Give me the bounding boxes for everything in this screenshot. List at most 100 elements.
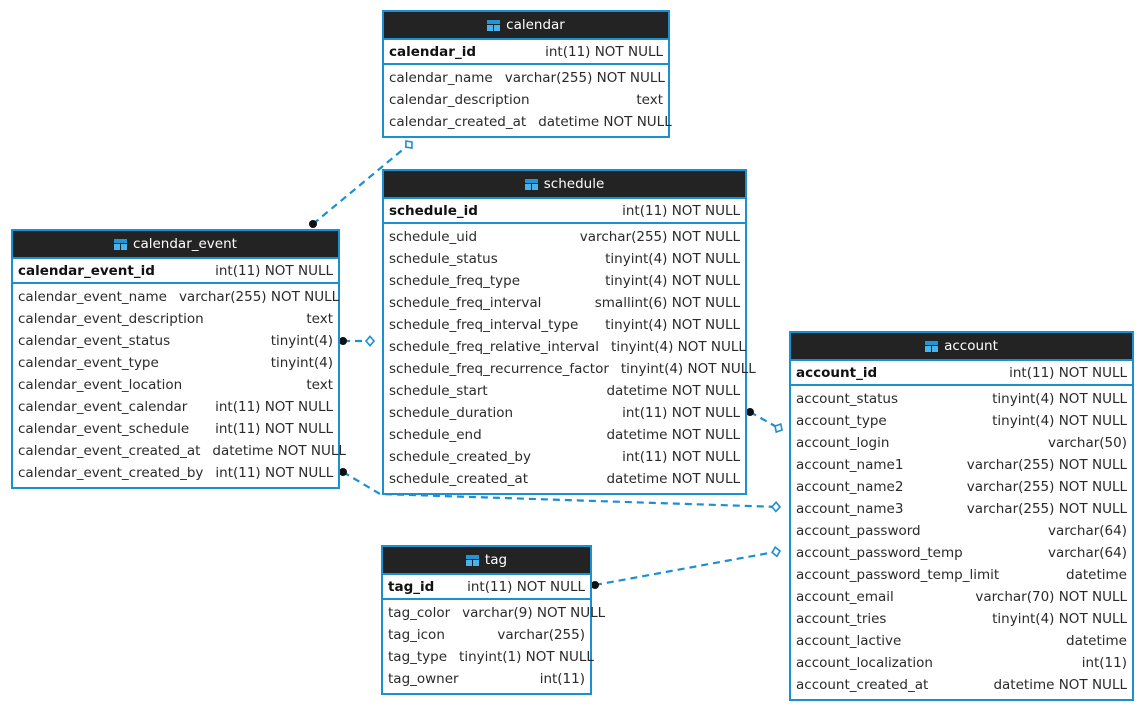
relationship-line: [749, 411, 783, 431]
column-name: schedule_freq_type: [389, 273, 521, 289]
column-name: account_password: [796, 523, 921, 539]
table-row[interactable]: calendar_event_created_at datetime NOT N…: [13, 440, 346, 462]
table-row[interactable]: tag_color varchar(9) NOT NULL: [383, 602, 605, 624]
column-name: tag_color: [388, 605, 451, 621]
column-type: tinyint(4) NOT NULL: [611, 339, 746, 355]
table-row[interactable]: calendar_event_description text: [13, 308, 338, 330]
column-type: varchar(50): [1047, 435, 1127, 451]
table-row[interactable]: schedule_duration int(11) NOT NULL: [384, 402, 745, 424]
entity-calendar[interactable]: calendar calendar_id int(11) NOT NULL ca…: [382, 10, 672, 138]
table-row[interactable]: calendar_event_status tinyint(4): [13, 330, 338, 352]
column-type: int(11) NOT NULL: [1009, 364, 1127, 381]
column-type: int(11) NOT NULL: [467, 578, 585, 595]
table-row[interactable]: account_password varchar(64): [791, 520, 1132, 542]
column-name: calendar_event_status: [18, 333, 171, 349]
column-name: schedule_freq_recurrence_factor: [389, 361, 609, 377]
table-icon: [524, 178, 538, 190]
table-row[interactable]: account_localization int(11): [791, 652, 1132, 674]
table-row[interactable]: account_created_at datetime NOT NULL: [791, 674, 1132, 696]
table-row[interactable]: account_status tinyint(4) NOT NULL: [791, 388, 1132, 410]
table-row[interactable]: calendar_event_calendar int(11) NOT NULL: [13, 396, 338, 418]
table-row[interactable]: calendar_description text: [384, 89, 668, 111]
table-row[interactable]: tag_owner int(11): [383, 668, 590, 690]
entity-calendar-event[interactable]: calendar_event calendar_event_id int(11)…: [11, 229, 346, 489]
table-row[interactable]: tag_icon varchar(255): [383, 624, 590, 646]
column-name: schedule_freq_interval_type: [389, 317, 579, 333]
table-row[interactable]: account_name2 varchar(255) NOT NULL: [791, 476, 1132, 498]
column-name: calendar_event_schedule: [18, 421, 190, 437]
table-row[interactable]: calendar_event_type tinyint(4): [13, 352, 338, 374]
column-name: account_localization: [796, 655, 933, 671]
table-row[interactable]: account_email varchar(70) NOT NULL: [791, 586, 1132, 608]
relationship-diamond-marker: [770, 501, 782, 513]
column-type: datetime: [1066, 633, 1127, 649]
table-row[interactable]: account_tries tinyint(4) NOT NULL: [791, 608, 1132, 630]
table-row[interactable]: account_lactive datetime: [791, 630, 1132, 652]
primary-key-row[interactable]: account_id int(11) NOT NULL: [791, 359, 1132, 386]
column-name: schedule_uid: [389, 229, 478, 245]
table-row[interactable]: schedule_start datetime NOT NULL: [384, 380, 745, 402]
table-row[interactable]: calendar_created_at datetime NOT NULL: [384, 111, 672, 133]
column-name: tag_id: [388, 578, 435, 595]
column-type: tinyint(4) NOT NULL: [992, 611, 1127, 627]
table-row[interactable]: calendar_name varchar(255) NOT NULL: [384, 67, 668, 89]
entity-tag[interactable]: tag tag_id int(11) NOT NULL tag_color va…: [381, 545, 605, 695]
table-row[interactable]: account_password_temp varchar(64): [791, 542, 1132, 564]
column-type: int(11) NOT NULL: [545, 43, 663, 60]
table-row[interactable]: account_name1 varchar(255) NOT NULL: [791, 454, 1132, 476]
entity-header-account: account: [791, 333, 1132, 359]
primary-key-row[interactable]: calendar_id int(11) NOT NULL: [384, 38, 668, 65]
column-type: varchar(255) NOT NULL: [966, 501, 1127, 517]
column-type: tinyint(4): [270, 355, 333, 371]
table-row[interactable]: account_name3 varchar(255) NOT NULL: [791, 498, 1132, 520]
table-row[interactable]: calendar_event_location text: [13, 374, 338, 396]
table-icon: [465, 554, 479, 566]
table-row[interactable]: schedule_freq_recurrence_factor tinyint(…: [384, 358, 756, 380]
table-row[interactable]: calendar_event_name varchar(255) NOT NUL…: [13, 286, 339, 308]
column-name: account_created_at: [796, 677, 929, 693]
table-row[interactable]: schedule_uid varchar(255) NOT NULL: [384, 226, 745, 248]
column-name: schedule_start: [389, 383, 488, 399]
table-row[interactable]: schedule_created_by int(11) NOT NULL: [384, 446, 745, 468]
column-name: calendar_event_name: [18, 289, 167, 305]
table-row[interactable]: schedule_created_at datetime NOT NULL: [384, 468, 745, 490]
relationship-diamond-marker: [771, 545, 782, 558]
column-type: varchar(70) NOT NULL: [975, 589, 1127, 605]
column-name: calendar_event_id: [18, 262, 155, 279]
entity-schedule[interactable]: schedule schedule_id int(11) NOT NULL sc…: [382, 169, 756, 495]
column-type: text: [636, 92, 663, 108]
table-row[interactable]: account_login varchar(50): [791, 432, 1132, 454]
column-type: tinyint(4) NOT NULL: [605, 317, 740, 333]
primary-key-row[interactable]: tag_id int(11) NOT NULL: [383, 573, 590, 600]
column-type: int(11) NOT NULL: [622, 202, 740, 219]
column-type: int(11) NOT NULL: [215, 399, 333, 415]
column-type: text: [306, 311, 333, 327]
table-row[interactable]: account_type tinyint(4) NOT NULL: [791, 410, 1132, 432]
column-name: account_lactive: [796, 633, 902, 649]
table-row[interactable]: schedule_freq_interval_type tinyint(4) N…: [384, 314, 745, 336]
entity-columns-calendar: calendar_name varchar(255) NOT NULL cale…: [384, 65, 672, 136]
table-row[interactable]: tag_type tinyint(1) NOT NULL: [383, 646, 594, 668]
table-row[interactable]: schedule_freq_relative_interval tinyint(…: [384, 336, 746, 358]
column-name: schedule_freq_interval: [389, 295, 542, 311]
table-row[interactable]: schedule_freq_interval smallint(6) NOT N…: [384, 292, 745, 314]
column-name: account_email: [796, 589, 894, 605]
column-name: tag_icon: [388, 627, 445, 643]
column-type: datetime NOT NULL: [212, 443, 346, 459]
primary-key-row[interactable]: schedule_id int(11) NOT NULL: [384, 197, 745, 224]
column-name: account_login: [796, 435, 890, 451]
column-name: calendar_event_location: [18, 377, 183, 393]
column-type: int(11): [1081, 655, 1127, 671]
table-row[interactable]: schedule_end datetime NOT NULL: [384, 424, 745, 446]
column-name: account_name3: [796, 501, 904, 517]
table-row[interactable]: calendar_event_created_by int(11) NOT NU…: [13, 462, 338, 484]
table-row[interactable]: schedule_freq_type tinyint(4) NOT NULL: [384, 270, 745, 292]
table-row[interactable]: account_password_temp_limit datetime: [791, 564, 1132, 586]
table-row[interactable]: calendar_event_schedule int(11) NOT NULL: [13, 418, 338, 440]
table-row[interactable]: schedule_status tinyint(4) NOT NULL: [384, 248, 745, 270]
column-name: account_password_temp: [796, 545, 963, 561]
primary-key-row[interactable]: calendar_event_id int(11) NOT NULL: [13, 257, 338, 284]
entity-title: calendar_event: [133, 236, 237, 252]
entity-title: schedule: [543, 176, 605, 192]
entity-account[interactable]: account account_id int(11) NOT NULL acco…: [789, 331, 1134, 701]
